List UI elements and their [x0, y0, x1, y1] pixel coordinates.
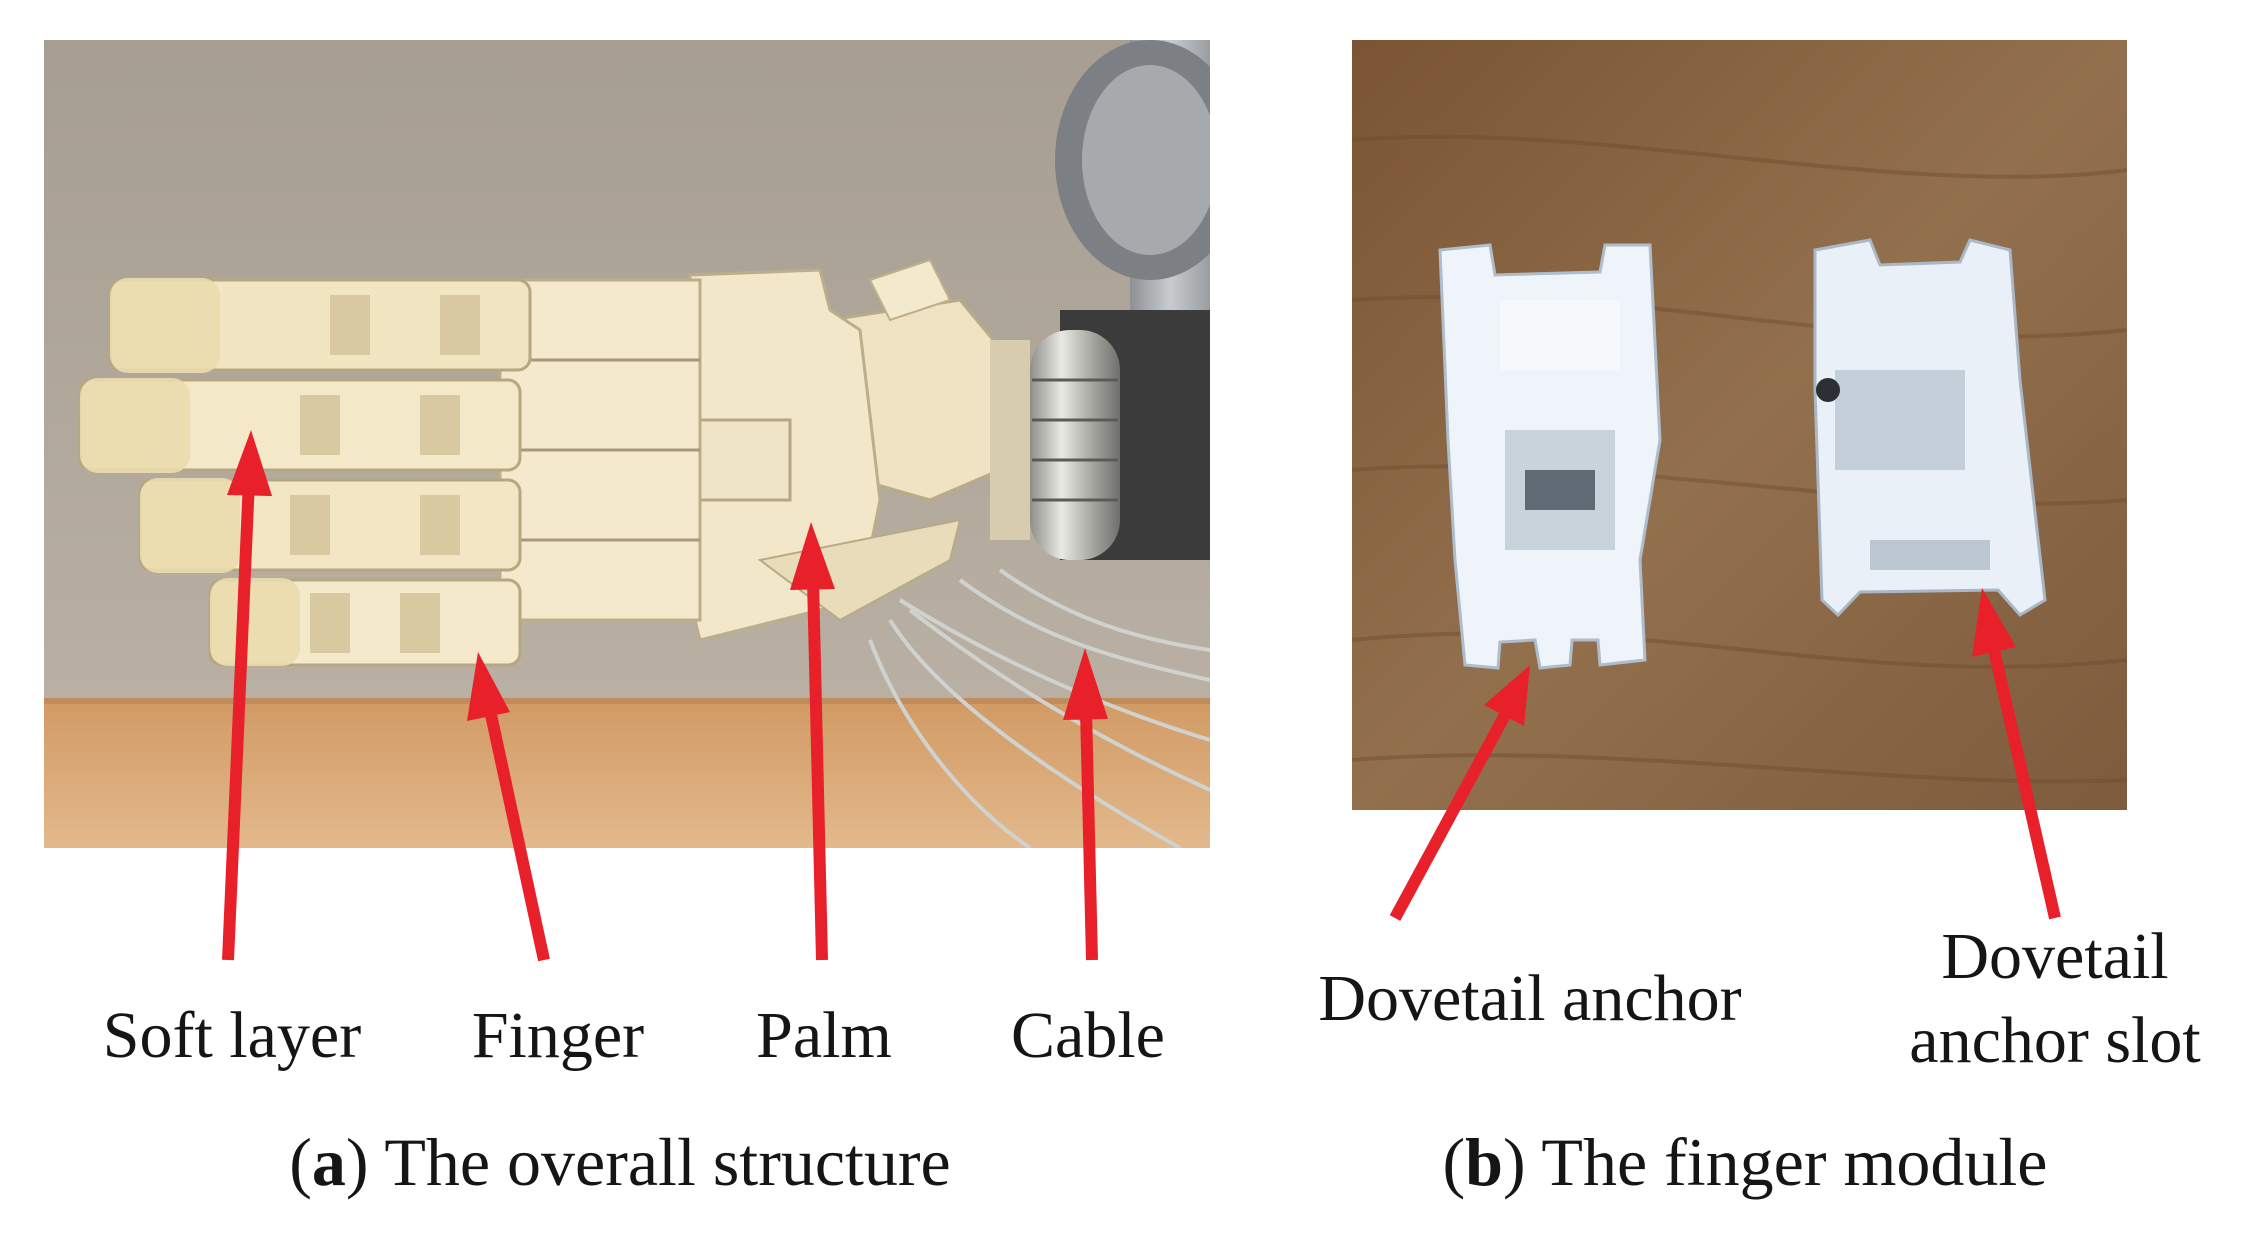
arrow-palm — [790, 522, 835, 961]
label-finger: Finger — [471, 999, 645, 1072]
label-dovetail-anchor: Dovetail anchor — [1318, 962, 1742, 1035]
robot-arm — [1030, 40, 1210, 560]
arrow-cable — [1063, 648, 1108, 961]
label-dovetail-anchor-slot: Dovetail anchor slot — [1909, 915, 2200, 1084]
arrow-soft-layer — [222, 430, 272, 961]
caption-a-tag: a — [311, 1124, 346, 1200]
module-dovetail-anchor-slot — [1813, 238, 2047, 618]
caption-a-text: The overall structure — [384, 1124, 951, 1200]
module-dovetail-anchor — [1438, 243, 1662, 670]
arrow-dovetail-anchor-slot — [1972, 588, 2061, 920]
cables — [868, 568, 1210, 848]
label-dovetail-anchor-slot-line1: Dovetail — [1941, 920, 2169, 993]
palm — [498, 268, 962, 642]
arrow-finger — [467, 652, 550, 962]
arrows — [222, 430, 2061, 962]
label-cable: Cable — [1011, 999, 1165, 1072]
photo-overall-structure — [44, 40, 1210, 848]
caption-a: (a) The overall structure — [289, 1124, 951, 1200]
caption-b-tag: b — [1465, 1124, 1503, 1200]
label-soft-layer: Soft layer — [102, 999, 362, 1072]
label-dovetail-anchor-slot-line2: anchor slot — [1909, 1004, 2201, 1078]
soft-layer — [80, 278, 300, 666]
caption-b-text: The finger module — [1541, 1124, 2048, 1200]
caption-b: (b) The finger module — [1442, 1124, 2048, 1200]
arrow-dovetail-anchor — [1389, 665, 1530, 921]
label-palm: Palm — [756, 999, 892, 1072]
photo-finger-module — [1352, 40, 2127, 810]
